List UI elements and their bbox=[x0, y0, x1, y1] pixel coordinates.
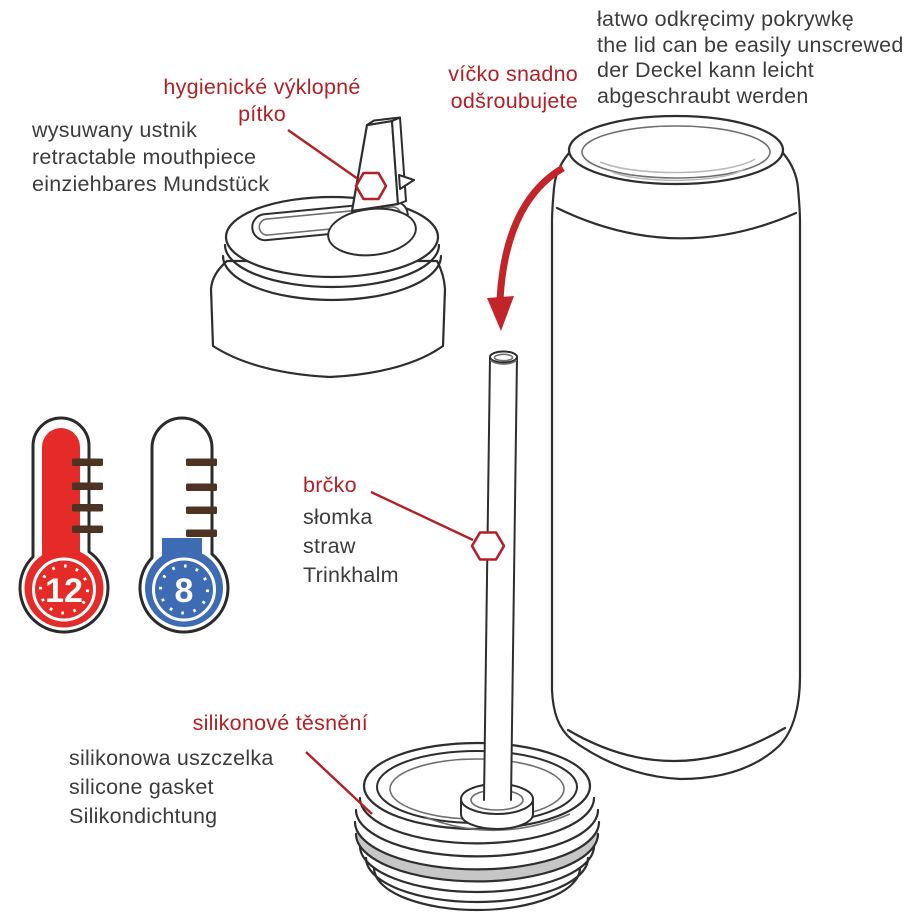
leader-line-straw bbox=[370, 490, 474, 542]
bottle-bottom-rim-line bbox=[566, 726, 787, 763]
annotation-line: Trinkhalm bbox=[303, 563, 399, 587]
annotation-line: silikonowa uszczelka bbox=[69, 746, 274, 770]
clock-ring bbox=[32, 557, 96, 622]
thermometer-cold-value: 8 bbox=[175, 572, 194, 610]
annotation-line: hygienické výklopné bbox=[163, 75, 361, 99]
thermometer-hot-icon: 12 bbox=[18, 416, 110, 634]
gasket-top-line bbox=[353, 820, 601, 871]
lid-thread-ring bbox=[354, 808, 600, 858]
straw-tube-fill bbox=[484, 357, 517, 802]
scale-tick bbox=[186, 529, 217, 537]
mouthpiece-top-face bbox=[366, 116, 401, 126]
thermometer-hot-value: 12 bbox=[45, 572, 83, 610]
bottle-thread-line bbox=[599, 158, 756, 174]
clock-ticks bbox=[39, 564, 89, 615]
annotation-line: silikonové těsnění bbox=[192, 711, 368, 735]
bottle-left-profile bbox=[550, 151, 802, 781]
annotation-line: łatwo odkręcimy pokrywkę bbox=[597, 7, 854, 31]
thermometer-mercury bbox=[24, 428, 104, 628]
thermometer-bulb bbox=[145, 549, 223, 627]
annotation-line: słomka bbox=[303, 505, 373, 529]
gasket-annotation: silikonowa uszczelka silicone gasket Sil… bbox=[69, 744, 274, 831]
bottle-thread-line bbox=[611, 168, 745, 182]
bottle-illustration bbox=[550, 114, 802, 781]
annotation-line: odšroubujete bbox=[450, 89, 578, 113]
straw-annotation: słomka straw Trinkhalm bbox=[303, 503, 399, 590]
straw-illustration bbox=[483, 350, 518, 802]
scale-tick bbox=[72, 482, 103, 490]
flip-lid-illustration bbox=[209, 116, 447, 379]
annotation-line: retractable mouthpiece bbox=[32, 145, 257, 169]
lid-inner-dome-line bbox=[424, 813, 571, 832]
arrow-head bbox=[487, 296, 514, 331]
annotation-line: wysuwany ustnik bbox=[32, 118, 198, 142]
annotation-line: straw bbox=[303, 534, 356, 558]
annotation-line: der Deckel kann leicht bbox=[597, 58, 815, 82]
annotation-line: brčko bbox=[303, 473, 357, 497]
bottle-shoulder-line bbox=[555, 206, 798, 240]
annotation-line: víčko snadno bbox=[448, 62, 578, 86]
scale-tick bbox=[72, 458, 103, 466]
annotation-line: the lid can be easily unscrewed bbox=[597, 32, 904, 57]
annotation-line: pítko bbox=[238, 102, 286, 126]
scale-tick bbox=[186, 483, 217, 491]
bottle-mouth-inner-line bbox=[581, 125, 771, 179]
clock-ring bbox=[152, 557, 216, 622]
annotation-line: silicone gasket bbox=[69, 775, 214, 799]
straw-tube bbox=[510, 356, 518, 801]
scale-tick bbox=[186, 506, 217, 514]
straw-top-inner bbox=[493, 353, 514, 362]
straw-tube bbox=[483, 356, 491, 801]
arrow-shaft bbox=[496, 164, 565, 301]
mouthpiece-annotation: wysuwany ustnik retractable mouthpiece e… bbox=[32, 117, 269, 198]
lid-rim-line bbox=[223, 243, 441, 289]
straw-annotation-accent: brčko bbox=[303, 472, 357, 499]
straw-rim-line bbox=[489, 359, 518, 365]
leader-line-mouthpiece bbox=[287, 129, 359, 180]
scale-tick bbox=[72, 525, 103, 533]
lid-annotation: łatwo odkręcimy pokrywkę the lid can be … bbox=[597, 7, 904, 109]
unscrew-arrow-icon bbox=[487, 164, 565, 331]
marker-hexagon-straw bbox=[470, 531, 506, 561]
leader-line-gasket bbox=[305, 751, 373, 815]
lid-thread-ring bbox=[358, 796, 596, 845]
thermometer-cold-icon: 8 bbox=[138, 416, 230, 634]
gasket-bottom-line bbox=[354, 832, 600, 883]
lid-rim-line bbox=[221, 254, 443, 302]
annotation-line: einziehbares Mundstück bbox=[32, 172, 270, 196]
scale-tick bbox=[72, 504, 103, 512]
gasket-annotation-accent: silikonové těsnění bbox=[193, 710, 368, 737]
scale-tick bbox=[186, 458, 217, 466]
bottle-right-profile bbox=[781, 151, 802, 679]
annotation-line: abgeschraubt werden bbox=[597, 83, 809, 108]
lid-skirt bbox=[209, 259, 447, 379]
mouthpiece-tab bbox=[398, 174, 415, 190]
lid-bottom-edge bbox=[372, 866, 582, 912]
marker-hexagon-mouthpiece bbox=[354, 171, 388, 201]
mouthpiece-annotation-accent: hygienické výklopné pítko bbox=[142, 74, 382, 128]
clock-ticks bbox=[159, 564, 209, 615]
lid-annotation-accent: víčko snadno odšroubujete bbox=[448, 61, 578, 115]
lid-gasket-illustration bbox=[353, 741, 601, 912]
lid-thread-ring bbox=[358, 844, 596, 894]
annotation-line: Silikondichtung bbox=[69, 804, 218, 828]
silicone-gasket-band bbox=[355, 822, 599, 882]
